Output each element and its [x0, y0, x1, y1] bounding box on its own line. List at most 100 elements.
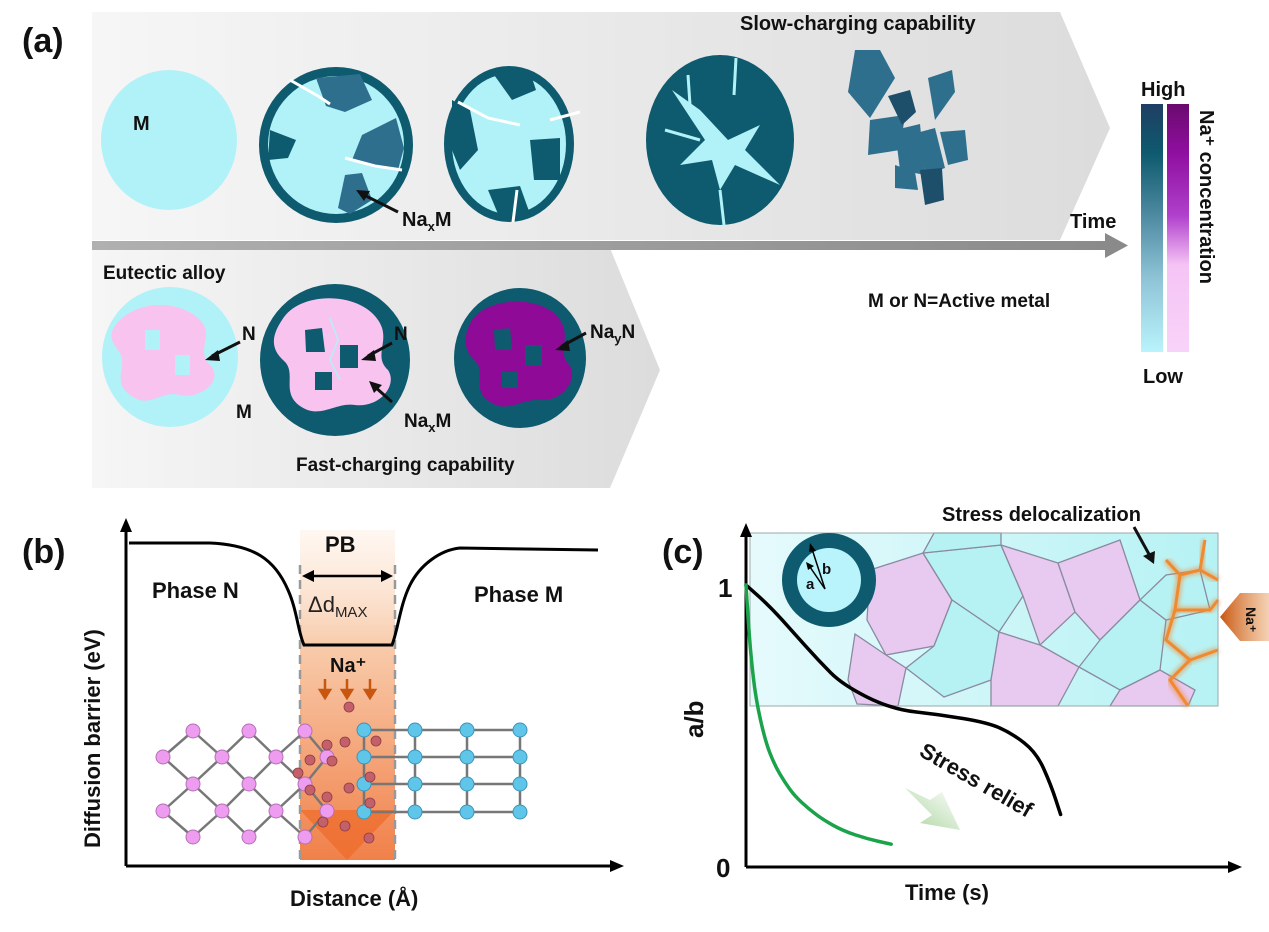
grain-boundary: [1164, 609, 1219, 662]
particle-fully-sodiated: [454, 288, 586, 428]
inset-b-label: b: [822, 561, 831, 578]
nayn-arrow: [555, 331, 587, 351]
c-x-axis-arrowhead: [1228, 861, 1242, 873]
c-x-axis-label: Time (s): [905, 880, 989, 905]
sodium-ion: [370, 735, 382, 747]
naxm-label-2: NaxM: [404, 411, 451, 435]
grain-map-border: [749, 532, 1219, 707]
particle-cracking: [444, 66, 581, 223]
phase-m-label: Phase M: [474, 582, 563, 607]
sodium-ion: [364, 797, 376, 809]
time-label: Time: [1070, 211, 1116, 233]
nayn-label: NayN: [590, 322, 635, 346]
atom-phase-m: [512, 804, 528, 820]
b-x-axis-arrowhead: [610, 860, 624, 872]
atom-phase-n: [241, 723, 257, 739]
series-line-conventional: [744, 583, 1063, 817]
atom-phase-n: [297, 723, 313, 739]
n-arrow-2: [361, 341, 393, 361]
sodium-ion: [304, 754, 316, 766]
active-metal-note: M or N=Active metal: [868, 291, 1050, 312]
y-tick-0: 0: [716, 853, 730, 883]
naxm-arrow: [356, 190, 399, 214]
core-shell-inset: a b: [782, 533, 876, 627]
phase-n-label: Phase N: [152, 578, 239, 603]
atom-phase-n: [185, 776, 201, 792]
panel-a: (a) Time Slow-charging capability M: [22, 12, 1217, 488]
grain-structure: [749, 532, 1221, 708]
naxm-label: NaxM: [402, 209, 451, 234]
n-label-2: N: [394, 324, 408, 345]
atom-phase-m: [407, 776, 423, 792]
time-arrow: [92, 233, 1128, 258]
atom-phase-m: [512, 722, 528, 738]
eutectic-alloy-label: Eutectic alloy: [103, 263, 226, 284]
atom-phase-n: [185, 829, 201, 845]
atom-phase-n: [185, 723, 201, 739]
atom-phase-m: [512, 749, 528, 765]
atom-phase-n: [155, 749, 171, 765]
slow-charging-band: [92, 12, 1110, 240]
chart-curves: [744, 583, 1063, 846]
colorbar-title: Na⁺ concentration: [1195, 110, 1217, 284]
sodium-ion: [339, 820, 351, 832]
atom-phase-n: [241, 776, 257, 792]
sodium-ion: [321, 791, 333, 803]
atom-phase-m: [356, 804, 372, 820]
inset-a-label: a: [806, 576, 815, 593]
na-flux-arrows: [317, 679, 378, 701]
pb-label: PB: [325, 532, 356, 557]
slow-charging-title: Slow-charging capability: [740, 13, 976, 35]
atom-phase-n: [214, 803, 230, 819]
atom-phase-n: [268, 803, 284, 819]
colorbar-high-label: High: [1141, 79, 1185, 101]
n-label-1: N: [242, 324, 256, 345]
atom-phase-m: [459, 749, 475, 765]
atom-phase-m: [459, 804, 475, 820]
sodium-ion: [304, 784, 316, 796]
particle-eutectic-sodiated: [260, 284, 410, 436]
stress-delocalization-arrow: [1132, 526, 1155, 564]
sodium-ion: [292, 767, 304, 779]
atom-phase-m: [356, 749, 372, 765]
stress-delocalization-label: Stress delocalization: [942, 504, 1141, 526]
stress-relief-arrow: [905, 788, 960, 830]
atom-phase-n: [319, 803, 335, 819]
sodium-ion: [339, 736, 351, 748]
panel-b-label: (b): [22, 533, 65, 571]
atom-phase-m: [356, 722, 372, 738]
fast-charging-title: Fast-charging capability: [296, 455, 515, 476]
atom-phase-m: [407, 804, 423, 820]
b-x-axis-label: Distance (Å): [290, 885, 418, 911]
atom-phase-n: [268, 749, 284, 765]
n-arrow-1: [205, 340, 241, 361]
sodium-ion: [317, 816, 329, 828]
atom-phase-m: [407, 749, 423, 765]
grain-boundary: [1198, 539, 1207, 571]
delta-d-arrow: [302, 570, 393, 582]
sodium-ion: [343, 782, 355, 794]
delta-d-max-label: ΔdMAX: [308, 592, 367, 621]
particle-partial-sodiation: [259, 67, 413, 223]
particle-severe-cracking: [646, 55, 794, 226]
atom-phase-m: [512, 776, 528, 792]
naxm-arrow-2: [369, 381, 393, 404]
grain-boundary: [1168, 658, 1192, 707]
sodium-ion: [364, 771, 376, 783]
atom-phase-n: [155, 803, 171, 819]
colorbar-purple: [1167, 104, 1189, 352]
atom-phase-n: [214, 749, 230, 765]
particle-fragments: [848, 50, 968, 205]
colorbar-low-label: Low: [1143, 366, 1183, 388]
sodium-ion: [343, 701, 355, 713]
panel-a-label: (a): [22, 22, 64, 60]
atom-phase-m: [459, 776, 475, 792]
na-ion-label: Na⁺: [330, 655, 366, 677]
diffusion-barrier-curve: [129, 541, 599, 647]
b-y-axis-arrowhead: [120, 518, 132, 532]
b-y-axis-label: Diffusion barrier (eV): [80, 629, 105, 848]
panel-c-label: (c): [662, 533, 704, 571]
na-inlet-arrow: [1220, 593, 1269, 641]
na-inlet-label: Na⁺: [1243, 607, 1259, 632]
crystal-lattice: [155, 701, 528, 845]
